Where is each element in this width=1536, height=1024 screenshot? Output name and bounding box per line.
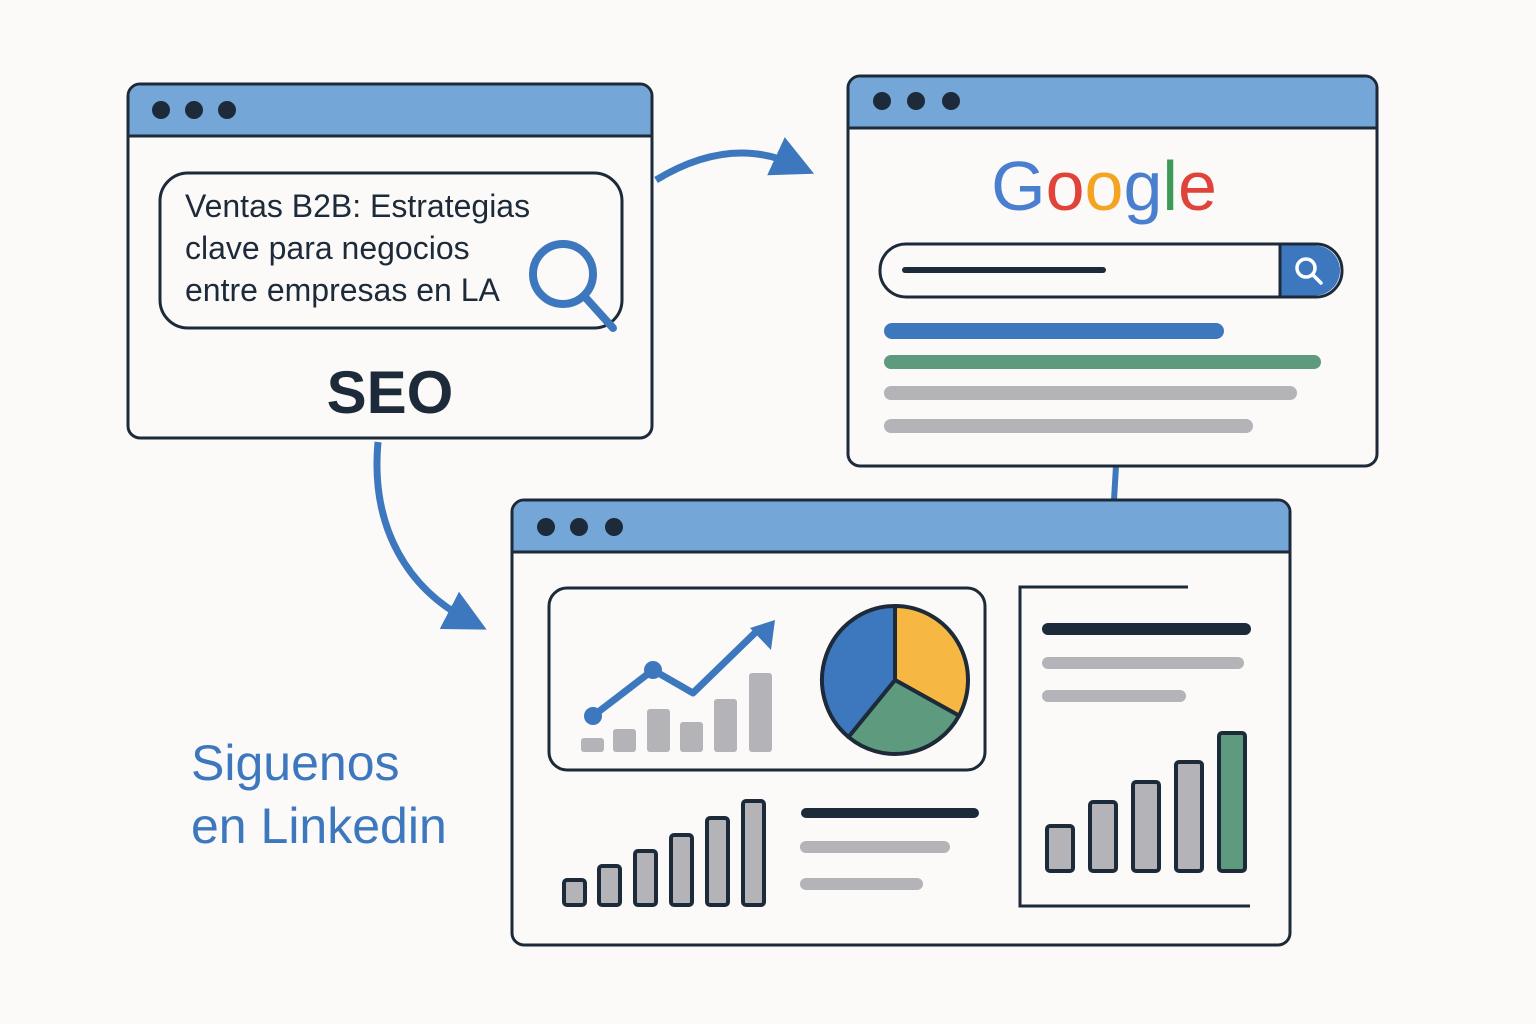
logo-letter: l <box>1162 147 1178 225</box>
chart-panel <box>547 586 987 772</box>
trend-bar <box>749 673 772 752</box>
trend-bar <box>680 722 703 752</box>
seo-label: SEO <box>327 359 454 426</box>
bar-chart <box>562 799 766 907</box>
bar <box>562 878 587 907</box>
cta-line-1[interactable]: Siguenos <box>191 735 400 791</box>
side-bar <box>1174 760 1204 873</box>
trend-line <box>584 620 775 725</box>
pie-slice <box>846 678 961 756</box>
logo-letter: o <box>1046 147 1085 225</box>
bar <box>741 799 766 907</box>
window-dot-icon <box>873 92 891 110</box>
trend-bar <box>714 699 737 752</box>
side-bar <box>1217 731 1247 873</box>
bar <box>669 833 694 907</box>
connector-line <box>1111 465 1119 501</box>
trend-arrowhead-icon <box>750 620 775 650</box>
magnifier-icon <box>529 240 617 332</box>
seo-browser-window: Ventas B2B: Estrategias clave para negoc… <box>126 82 654 440</box>
side-bar <box>1045 824 1075 873</box>
side-bar <box>1088 800 1118 873</box>
trend-point <box>644 661 662 679</box>
window-dot-icon <box>152 101 170 119</box>
bar <box>597 864 622 907</box>
logo-letter: e <box>1178 147 1217 225</box>
logo-letter: G <box>991 147 1045 225</box>
window-dot-icon <box>570 518 588 536</box>
trend-bar <box>613 729 636 752</box>
dashboard-browser-window <box>510 498 1292 947</box>
search-text-line: clave para negocios <box>185 230 470 266</box>
logo-letter: g <box>1123 147 1162 225</box>
trend-point <box>584 707 602 725</box>
search-box[interactable] <box>158 171 624 330</box>
trend-line-path <box>590 625 763 719</box>
window-dot-icon <box>605 518 623 536</box>
side-bar <box>1131 780 1161 873</box>
google-logo: Google <box>991 147 1217 225</box>
cta-line-2[interactable]: en Linkedin <box>191 798 447 854</box>
arrow-to-dashboard <box>373 441 487 630</box>
search-text-line: Ventas B2B: Estrategias <box>185 188 530 224</box>
trend-bars <box>581 673 772 752</box>
search-button-magnifier-icon[interactable] <box>1295 257 1323 285</box>
google-browser-window: Google <box>846 74 1379 468</box>
window-dot-icon <box>185 101 203 119</box>
search-text-line: entre empresas en LA <box>185 272 501 308</box>
side-panel <box>1018 585 1250 908</box>
window-dot-icon <box>907 92 925 110</box>
window-dot-icon <box>942 92 960 110</box>
bar <box>705 816 730 907</box>
window-dot-icon <box>218 101 236 119</box>
trend-bar <box>647 709 670 752</box>
pie-chart <box>820 604 970 756</box>
pie-slice <box>820 604 897 740</box>
side-bar-chart <box>1045 731 1247 873</box>
trend-bar <box>581 738 604 752</box>
window-dot-icon <box>537 518 555 536</box>
arrow-to-google <box>654 137 815 183</box>
google-search-bar[interactable] <box>878 242 1344 299</box>
logo-letter: o <box>1085 147 1124 225</box>
bar <box>633 849 658 907</box>
